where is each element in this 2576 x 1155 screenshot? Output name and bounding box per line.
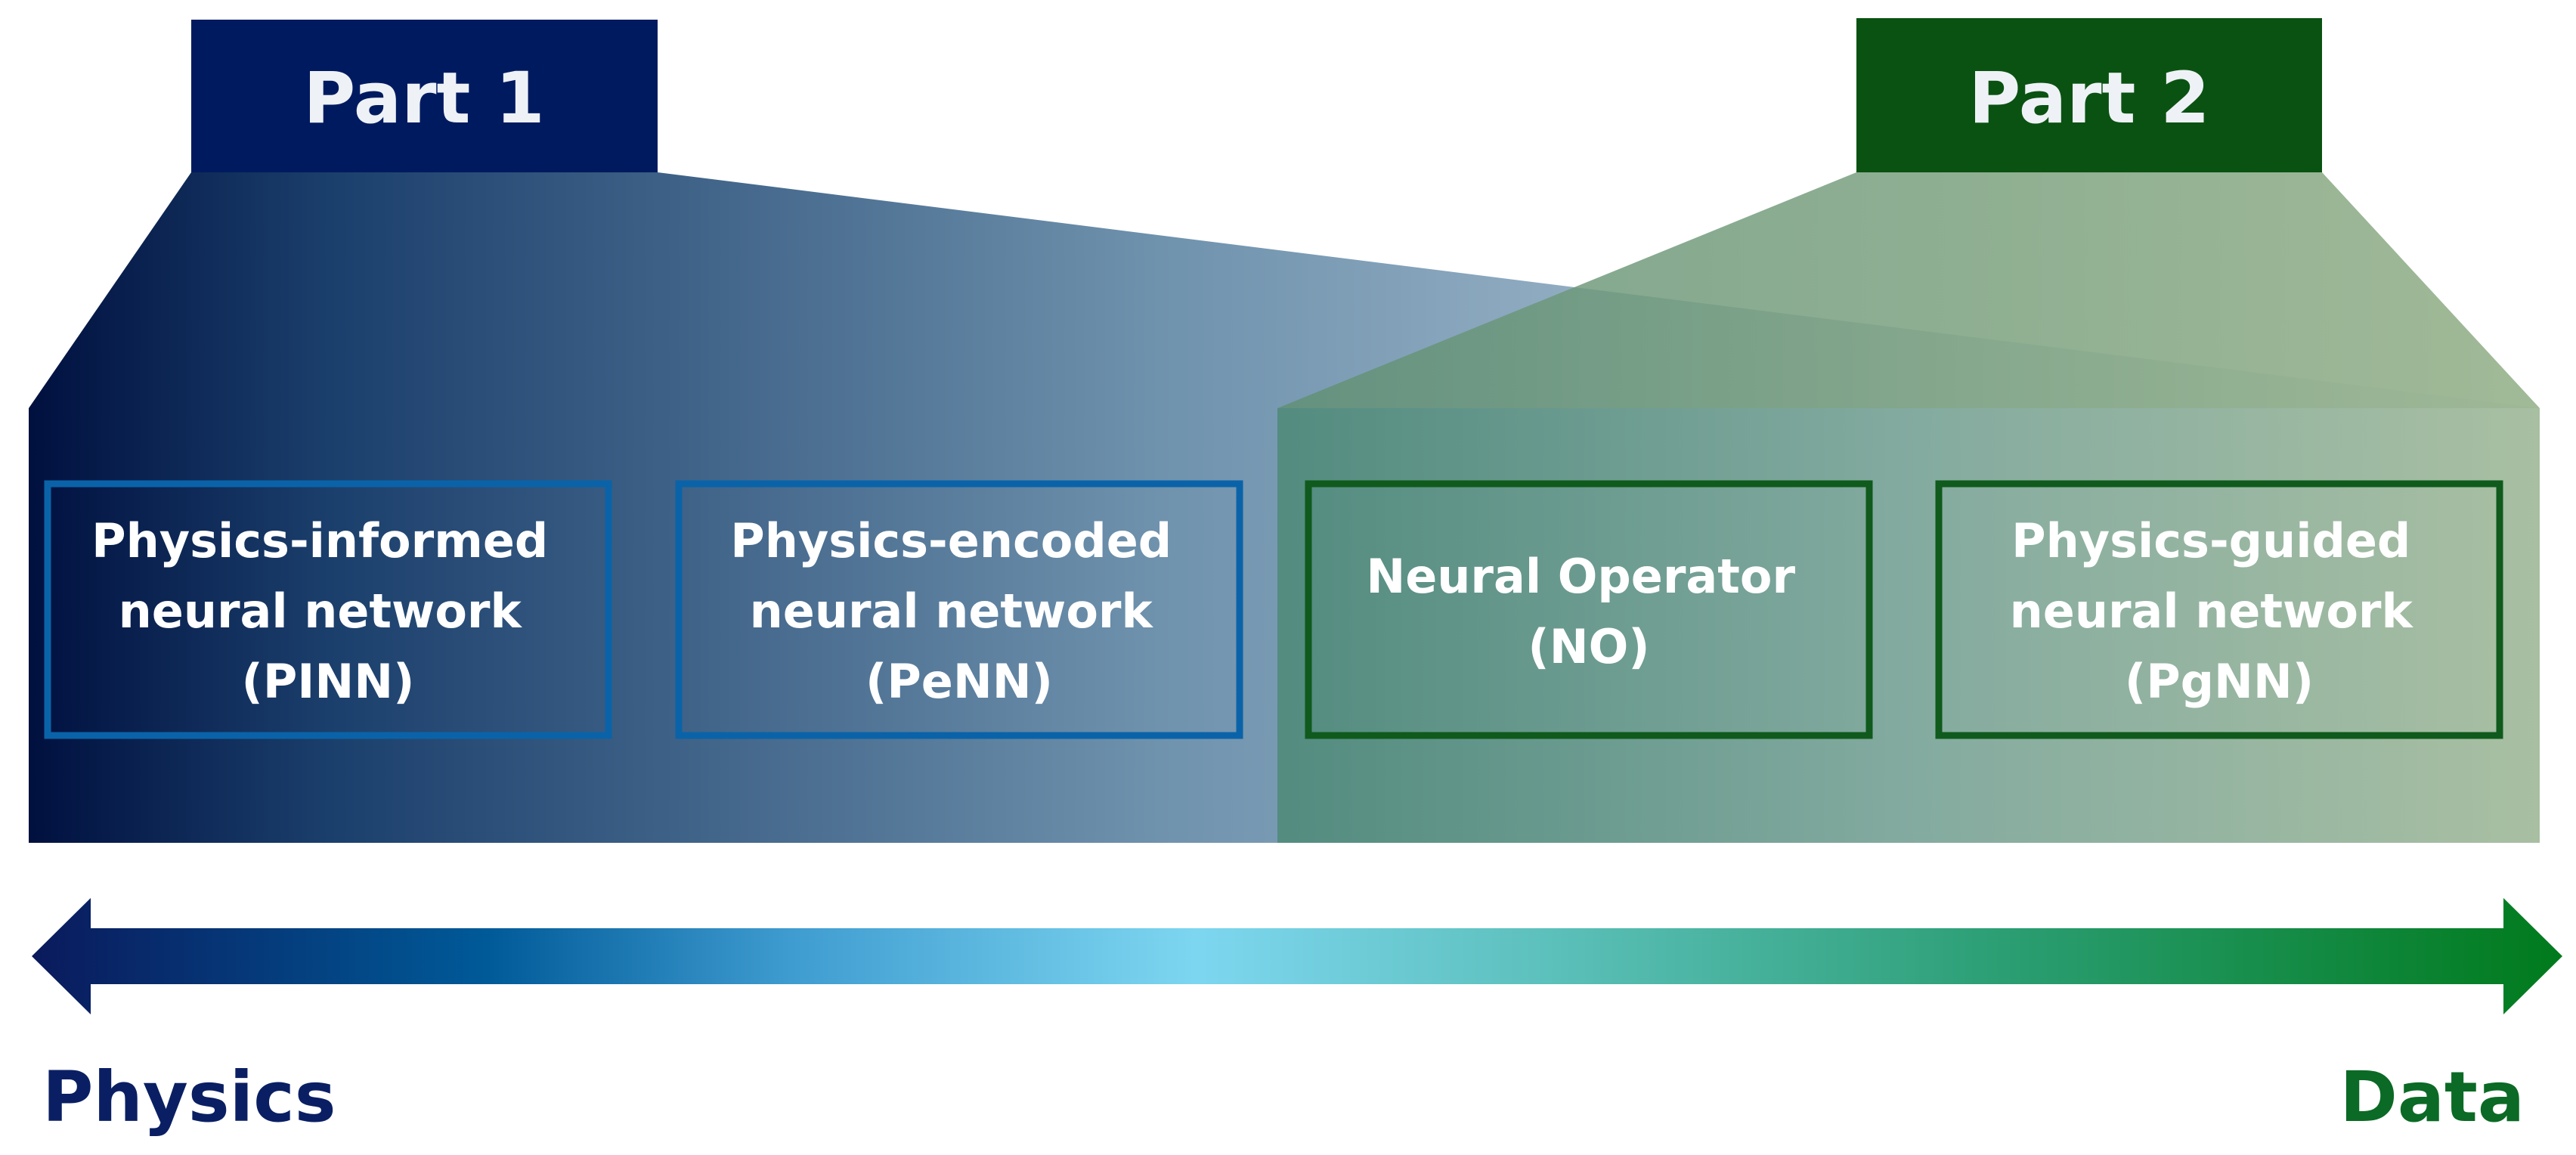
method-box-penn-text: Physics-encoded neural network (PeNN) [730,513,1187,709]
method-box-penn-line-3: (PeNN) [865,654,1053,709]
part1-header-label: Part 1 [303,57,544,140]
data-label: Data [2339,1057,2525,1138]
method-box-penn-line-1: Physics-encoded [730,513,1172,568]
part2-region [1277,172,2540,843]
method-box-pgnn-frame [1935,480,2503,739]
part2-header-label: Part 2 [1968,57,2209,140]
method-box-no-line-1: Neural Operator [1366,549,1795,604]
part2-funnel [1277,172,2540,408]
part1-header-box [191,20,658,172]
method-box-pgnn: Physics-guided neural network (PgNN) [1935,480,2503,739]
method-box-pgnn-line-3: (PgNN) [2125,654,2314,709]
part2-header: Part 2 [1856,18,2322,172]
method-box-no-frame [1305,480,1873,739]
method-box-pinn-line-2: neural network [119,584,523,639]
method-box-pinn-frame [44,480,612,739]
method-box-pinn-text: Physics-informed neural network (PINN) [91,513,565,709]
part2-header-box [1856,18,2322,172]
method-box-no: Neural Operator (NO) [1305,480,1873,739]
method-box-pinn: Physics-informed neural network (PINN) [44,480,612,739]
method-box-no-text: Neural Operator (NO) [1366,549,1811,674]
method-box-pinn-line-1: Physics-informed [91,513,548,568]
method-box-penn-frame [675,480,1243,739]
method-box-penn: Physics-encoded neural network (PeNN) [675,480,1243,739]
physics-label: Physics [42,1057,336,1138]
part1-header: Part 1 [191,20,658,172]
method-box-penn-line-2: neural network [750,584,1154,639]
method-box-pgnn-line-1: Physics-guided [2011,513,2410,568]
method-box-pgnn-text: Physics-guided neural network (PgNN) [2010,513,2429,709]
method-box-no-line-2: (NO) [1528,619,1649,674]
physics-data-spectrum-arrow [32,898,2562,1014]
method-box-pgnn-line-2: neural network [2010,584,2414,639]
method-box-pinn-line-3: (PINN) [242,654,415,709]
